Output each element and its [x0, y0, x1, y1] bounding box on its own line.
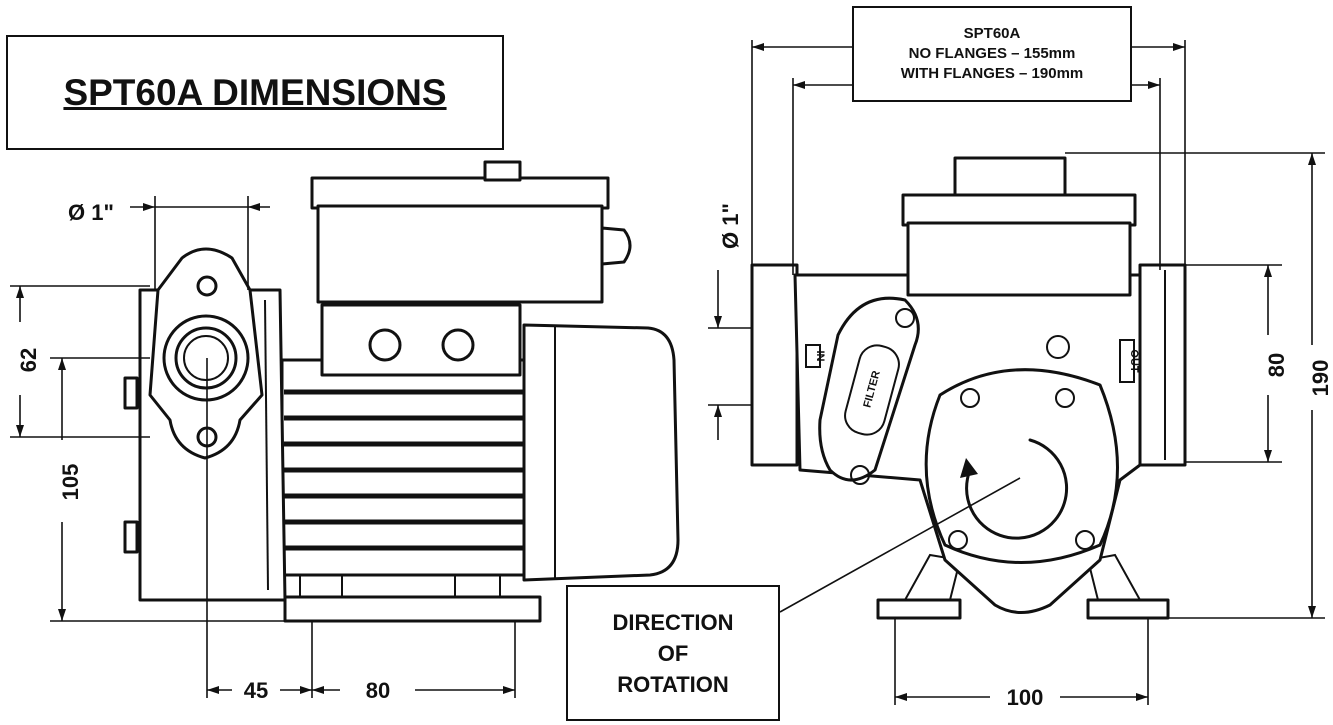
rotation-line-1: DIRECTION: [612, 609, 734, 635]
front-filter-badge: [844, 344, 900, 436]
front-in-text: IN: [814, 351, 826, 362]
front-out-text: OUT: [1128, 349, 1140, 373]
side-cable-gland: [600, 226, 632, 266]
side-port-outer: [162, 314, 250, 402]
front-flange-left: [750, 263, 799, 467]
side-base-plate: [283, 595, 542, 623]
front-out-marker: [1119, 339, 1135, 383]
side-motor-fins: [284, 389, 528, 551]
side-view-pump: [123, 160, 680, 623]
side-terminal-cap: [483, 160, 522, 182]
front-in-marker: [805, 344, 821, 368]
title-box: SPT60A DIMENSIONS: [6, 35, 504, 150]
spec-with-flanges: WITH FLANGES – 190mm: [900, 65, 1084, 82]
side-width-80-label: 80: [366, 678, 390, 703]
front-diameter-label: Ø 1": [718, 203, 743, 249]
side-view-dimensions: Ø 1" 62 105 45 80: [10, 196, 516, 703]
side-flange-hole-top: [196, 275, 218, 297]
front-height-190-label: 190: [1308, 360, 1333, 397]
front-terminal-lid: [901, 193, 1137, 227]
side-height-62-label: 62: [16, 348, 41, 372]
spec-model: SPT60A: [963, 25, 1021, 42]
side-fan-cover: [522, 323, 680, 582]
front-filter-cover: [818, 296, 920, 482]
side-knob-left: [368, 328, 402, 362]
side-inlet-flange: [148, 247, 264, 460]
rotation-leader-line: [779, 477, 1021, 613]
spec-box: SPT60A NO FLANGES – 155mm WITH FLANGES –…: [852, 6, 1132, 102]
side-bolt-bottom: [123, 520, 139, 554]
front-base-100-label: 100: [1007, 685, 1044, 710]
front-flange-right: [1138, 263, 1187, 467]
front-foot-right: [1086, 598, 1170, 620]
front-view-dimensions: Ø 1" 80 190 100 IN OUT FILTER: [708, 40, 1333, 710]
spec-no-flanges: NO FLANGES – 155mm: [908, 45, 1076, 62]
front-terminal-top: [953, 156, 1067, 197]
front-view-pump: [750, 156, 1187, 620]
side-bolt-top: [123, 376, 139, 410]
side-terminal-box: [316, 204, 604, 304]
front-foot-left: [876, 598, 962, 620]
side-port-inner: [174, 326, 238, 390]
side-height-105-label: 105: [58, 464, 83, 501]
front-rotor-housing: [924, 368, 1119, 564]
front-terminal-box: [906, 221, 1132, 297]
rotation-line-3: ROTATION: [617, 671, 729, 697]
side-connection-block: [320, 303, 522, 377]
front-height-80-label: 80: [1264, 353, 1289, 377]
side-foot-left: [299, 574, 343, 598]
side-knob-right: [441, 328, 475, 362]
page-title: SPT60A DIMENSIONS: [63, 71, 447, 113]
side-width-45-label: 45: [244, 678, 268, 703]
side-terminal-lid: [310, 176, 610, 210]
side-foot-right: [454, 574, 501, 598]
rotation-box: DIRECTION OF ROTATION: [566, 585, 780, 721]
rotation-line-2: OF: [657, 640, 689, 666]
side-diameter-label: Ø 1": [68, 200, 114, 225]
